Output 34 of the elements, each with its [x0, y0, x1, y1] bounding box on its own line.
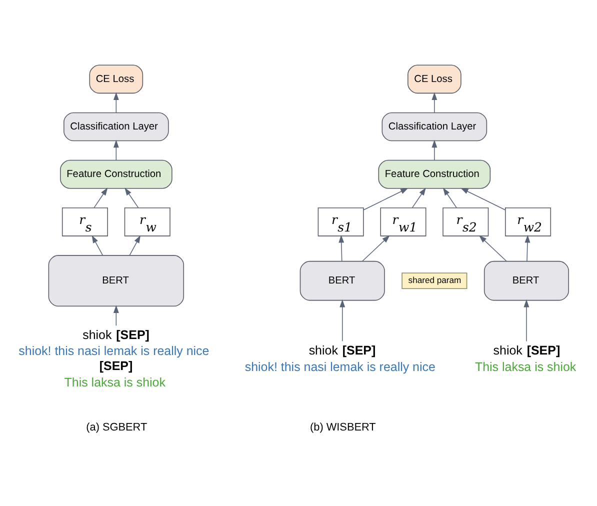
arrow — [363, 187, 408, 210]
node-box: Feature Construction — [378, 159, 491, 188]
arrow — [340, 298, 346, 342]
arrow — [524, 298, 530, 342]
node-text: shiok [SEP] shiok! this nasi lemak is really nice — [244, 342, 436, 374]
node-box: Feature Construction — [60, 159, 172, 188]
node-text: shiok [SEP] shiok! this nasi lemak is really nice [SEP] This laksa is shiok — [18, 327, 210, 389]
label: (a) SGBERT — [86, 421, 148, 434]
arrow — [94, 187, 108, 208]
arrow — [113, 304, 119, 326]
node-box: BERT — [300, 260, 385, 300]
node-box: CE Loss — [408, 64, 462, 94]
arrow — [338, 234, 344, 262]
node-box: BERT — [484, 260, 569, 300]
node-box: Classification Layer — [64, 112, 169, 141]
arrow — [362, 234, 390, 262]
node-box: Classification Layer — [382, 112, 488, 141]
node-text: shiok [SEP] This laksa is shiok — [474, 342, 576, 374]
node-box: CE Loss — [89, 64, 144, 94]
label: (b) WISBERT — [310, 421, 376, 434]
node-box: BERT — [48, 254, 184, 306]
arrow — [124, 187, 139, 208]
arrow — [478, 234, 507, 262]
arrow — [460, 187, 506, 210]
arrow — [524, 234, 530, 262]
arrow — [129, 234, 141, 256]
arrow — [432, 92, 438, 113]
arrow — [92, 234, 104, 256]
node-box: shared param — [402, 272, 468, 288]
arrow — [113, 92, 119, 113]
arrow — [442, 187, 457, 208]
arrow — [412, 187, 426, 208]
arrow — [432, 139, 438, 160]
arrow — [113, 139, 119, 160]
